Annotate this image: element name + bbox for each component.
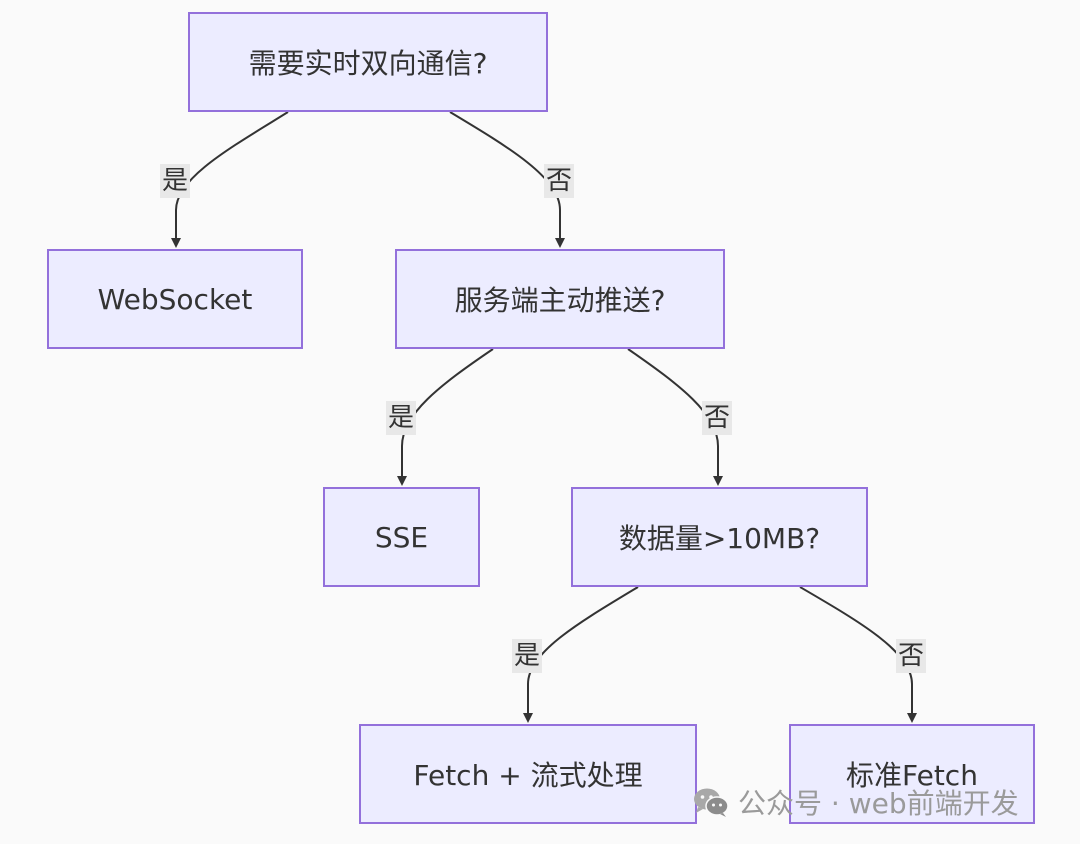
edge-data-size-to-standard-fetch xyxy=(799,586,917,723)
edge-server-push-to-data-size xyxy=(627,348,723,486)
edge-label-size-yes: 是 xyxy=(512,639,543,673)
node-fetch-stream-label: Fetch + 流式处理 xyxy=(413,759,643,792)
node-sse: SSE xyxy=(323,487,480,587)
node-realtime-question: 需要实时双向通信? xyxy=(188,12,548,112)
node-data-size-label: 数据量>10MB? xyxy=(618,522,821,555)
node-websocket: WebSocket xyxy=(47,249,303,349)
node-server-push-label: 服务端主动推送? xyxy=(454,284,666,317)
edge-server-push-to-sse xyxy=(397,348,494,486)
node-sse-label: SSE xyxy=(374,520,429,554)
node-standard-fetch: 标准Fetch xyxy=(789,724,1035,824)
node-server-push-question: 服务端主动推送? xyxy=(395,249,725,349)
edge-realtime-to-server-push xyxy=(449,111,565,248)
node-data-size-question: 数据量>10MB? xyxy=(571,487,868,587)
edge-data-size-to-fetch-stream xyxy=(523,586,639,723)
watermark-text: 公众号 · web前端开发 xyxy=(738,787,1019,820)
node-websocket-label: WebSocket xyxy=(97,282,253,316)
edge-label-push-no: 否 xyxy=(702,401,733,435)
edge-label-realtime-no: 否 xyxy=(544,164,575,198)
edge-label-size-no: 否 xyxy=(896,639,927,673)
node-fetch-stream: Fetch + 流式处理 xyxy=(359,724,697,824)
edge-label-realtime-yes: 是 xyxy=(160,164,191,198)
wechat-icon xyxy=(694,788,729,817)
node-realtime-label: 需要实时双向通信? xyxy=(248,47,488,80)
watermark: 公众号 · web前端开发 xyxy=(692,780,1019,824)
node-standard-fetch-label: 标准Fetch xyxy=(846,759,978,792)
edge-label-push-yes: 是 xyxy=(386,401,417,435)
edge-realtime-to-websocket xyxy=(171,111,289,248)
